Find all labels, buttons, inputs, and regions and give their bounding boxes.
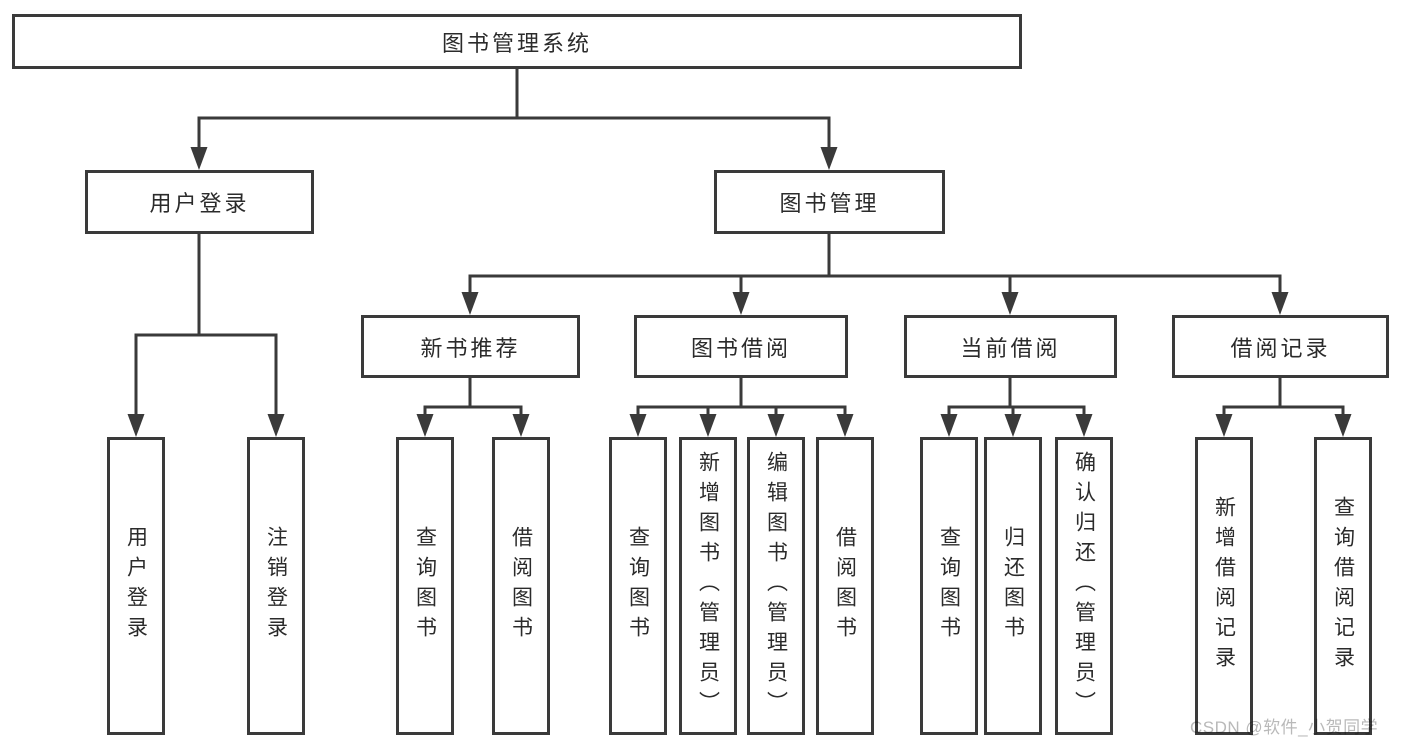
arrowhead — [1215, 414, 1233, 437]
connector-currentborrow-to-leaves — [947, 376, 1086, 417]
leaf-confirm-return-admin: 确认归还（管理员） — [1055, 437, 1113, 735]
arrowhead — [267, 414, 285, 437]
connector-root-to-level2 — [197, 67, 831, 150]
leaf-label: 新增借阅记录 — [1212, 496, 1236, 676]
arrowhead — [836, 414, 854, 437]
node-current-borrow: 当前借阅 — [904, 315, 1117, 378]
connector-bookborrow-to-leaves — [636, 376, 847, 417]
watermark: CSDN @软件_小贺同学 — [1190, 718, 1379, 737]
node-root: 图书管理系统 — [12, 14, 1022, 69]
leaf-label: 新增图书（管理员） — [696, 451, 720, 721]
node-book-borrow: 图书借阅 — [634, 315, 848, 378]
connector-userlogin-to-leaves — [134, 232, 278, 417]
arrowhead — [512, 414, 530, 437]
leaf-label: 借阅图书 — [509, 526, 533, 646]
arrowhead — [767, 414, 785, 437]
node-book-management: 图书管理 — [714, 170, 945, 234]
arrowhead — [699, 414, 717, 437]
arrowhead — [1334, 414, 1352, 437]
leaf-label: 借阅图书 — [833, 526, 857, 646]
node-new-book-recommend: 新书推荐 — [361, 315, 580, 378]
leaf-query-books-current: 查询图书 — [920, 437, 978, 735]
leaf-label: 注销登录 — [264, 526, 288, 646]
connector-newbooks-to-leaves — [423, 376, 523, 417]
leaf-add-book-admin: 新增图书（管理员） — [679, 437, 737, 735]
leaf-query-borrow-record: 查询借阅记录 — [1314, 437, 1372, 735]
arrowhead — [190, 147, 208, 170]
leaf-label: 查询借阅记录 — [1331, 496, 1355, 676]
arrowhead — [1004, 414, 1022, 437]
leaf-label: 编辑图书（管理员） — [764, 451, 788, 721]
arrowhead — [461, 292, 479, 315]
leaf-borrow-books: 借阅图书 — [816, 437, 874, 735]
leaf-label: 确认归还（管理员） — [1072, 451, 1096, 721]
arrowhead — [820, 147, 838, 170]
leaf-query-books-borrow: 查询图书 — [609, 437, 667, 735]
leaf-return-books: 归还图书 — [984, 437, 1042, 735]
arrowhead — [1075, 414, 1093, 437]
leaf-borrow-books-recommend: 借阅图书 — [492, 437, 550, 735]
leaf-edit-book-admin: 编辑图书（管理员） — [747, 437, 805, 735]
connector-bookmgmt-to-modules — [468, 232, 1282, 295]
leaf-logout: 注销登录 — [247, 437, 305, 735]
arrowhead — [1001, 292, 1019, 315]
leaf-label: 查询图书 — [413, 526, 437, 646]
arrowhead — [629, 414, 647, 437]
node-borrow-record: 借阅记录 — [1172, 315, 1389, 378]
leaf-label: 查询图书 — [937, 526, 961, 646]
leaf-label: 用户登录 — [124, 526, 148, 646]
leaf-label: 归还图书 — [1001, 526, 1025, 646]
arrowhead — [1271, 292, 1289, 315]
leaf-label: 查询图书 — [626, 526, 650, 646]
arrowhead — [940, 414, 958, 437]
connector-borrowrecord-to-leaves — [1222, 376, 1345, 417]
leaf-query-books-recommend: 查询图书 — [396, 437, 454, 735]
node-user-login: 用户登录 — [85, 170, 314, 234]
arrowhead — [732, 292, 750, 315]
leaf-user-login: 用户登录 — [107, 437, 165, 735]
arrowhead — [416, 414, 434, 437]
arrowhead — [127, 414, 145, 437]
leaf-add-borrow-record: 新增借阅记录 — [1195, 437, 1253, 735]
